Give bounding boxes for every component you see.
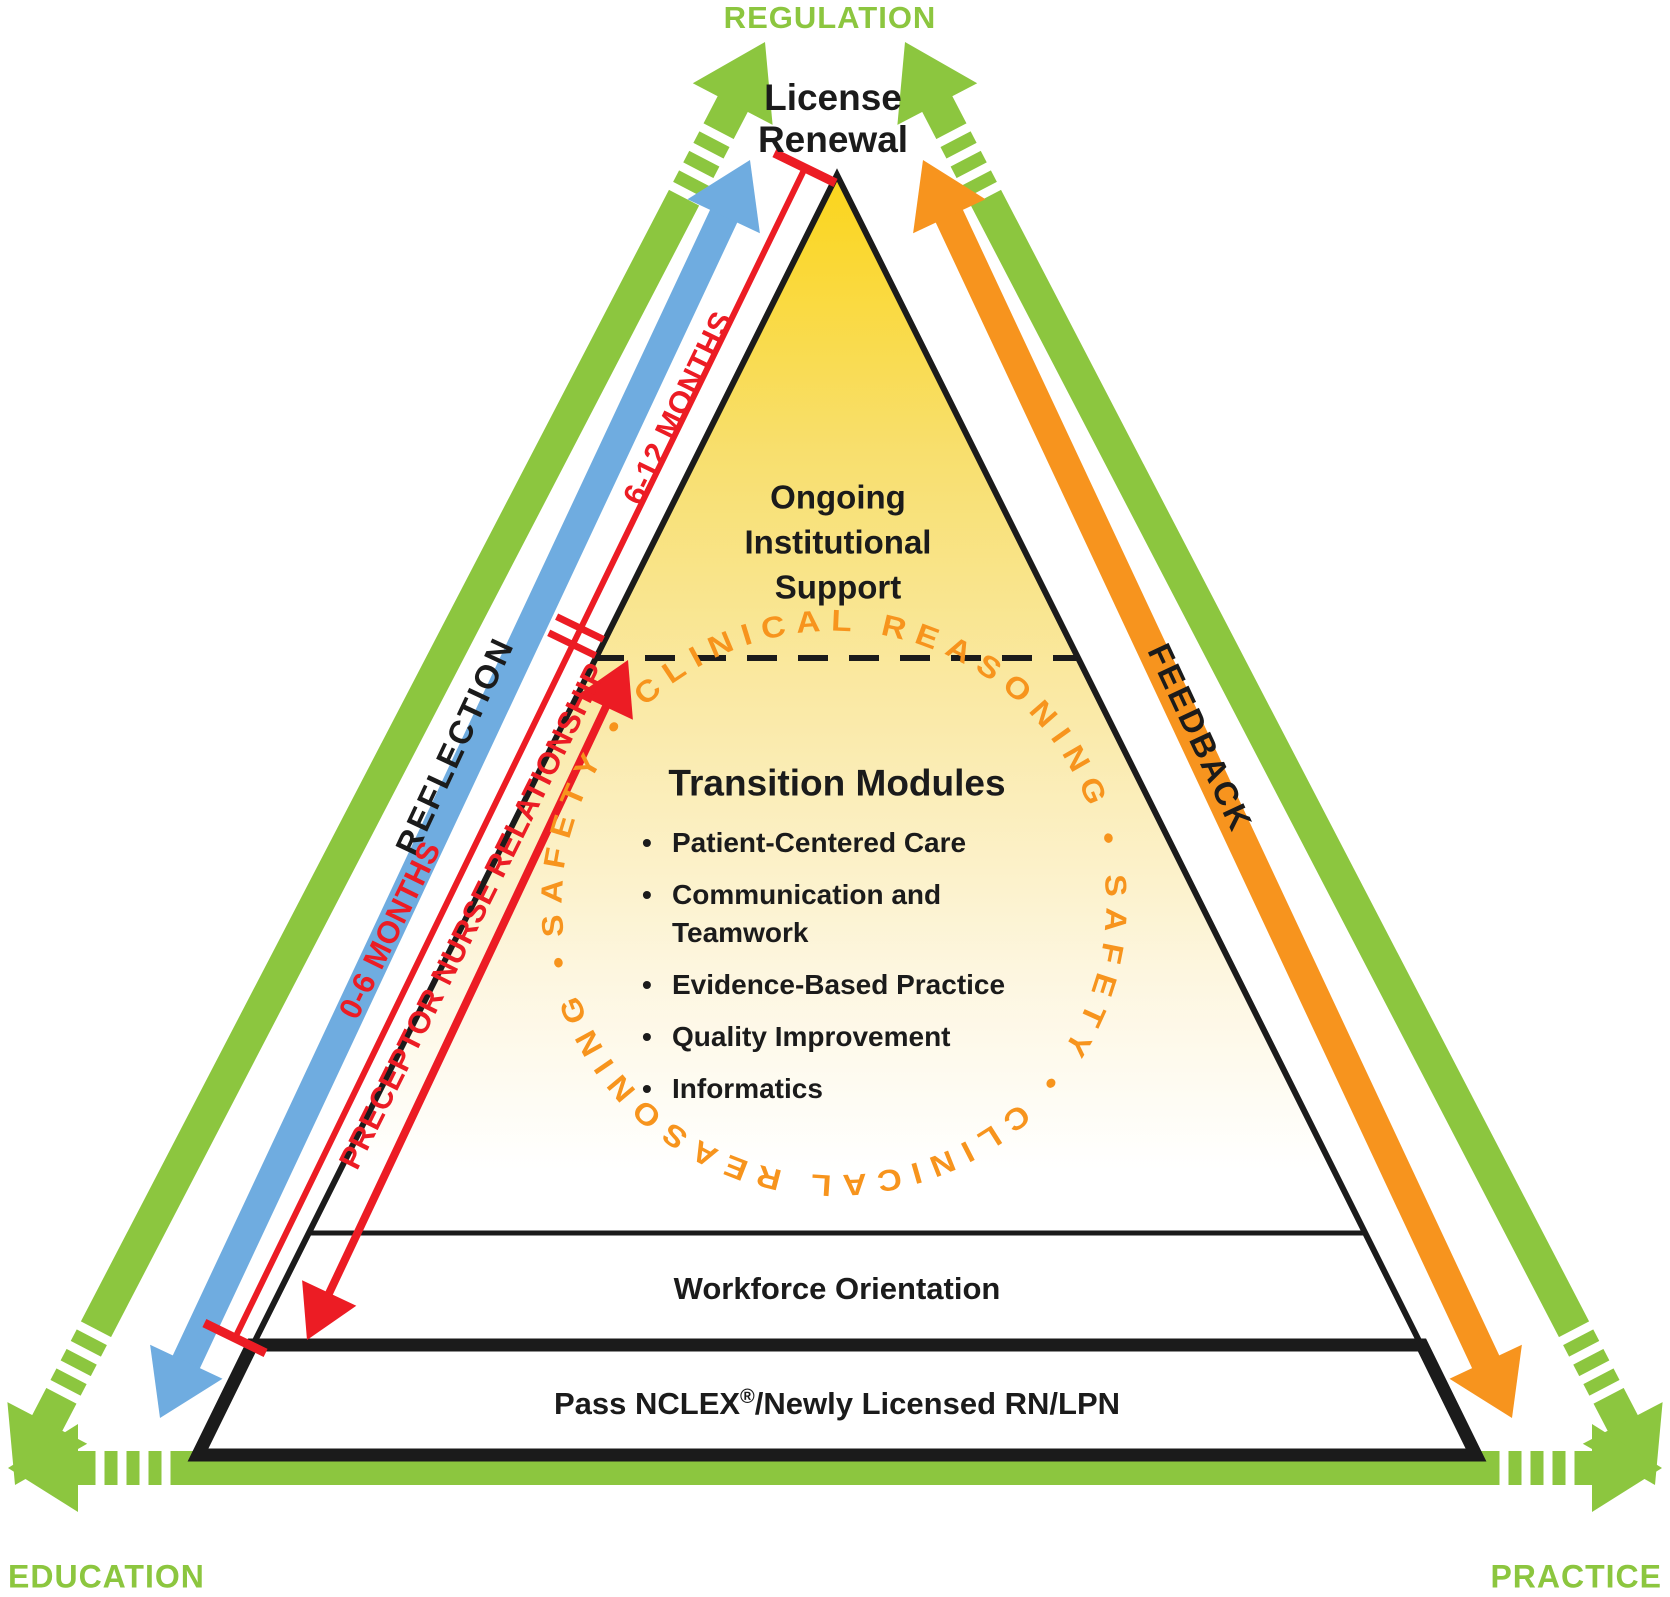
t-cap-bottom bbox=[202, 1319, 268, 1357]
mid-tick bbox=[555, 613, 605, 643]
education-practice-arrow-bottom bbox=[8, 1424, 1662, 1512]
workforce-orientation-label: Workforce Orientation bbox=[673, 1271, 1001, 1307]
arrowhead-up-icon bbox=[578, 660, 633, 720]
list-item: Quality Improvement bbox=[642, 1018, 1032, 1056]
arrowhead-down-icon bbox=[1449, 1344, 1522, 1418]
timeline-dimension-line bbox=[202, 149, 838, 1357]
pass-nclex-label: Pass NCLEX®/Newly Licensed RN/LPN bbox=[554, 1386, 1120, 1422]
arrowhead-right-icon bbox=[1592, 1424, 1662, 1512]
t-cap-top bbox=[772, 149, 838, 187]
mid-tick bbox=[547, 629, 598, 659]
arrowhead-up-icon bbox=[687, 160, 760, 234]
registered-mark: ® bbox=[740, 1385, 755, 1408]
education-label: EDUCATION bbox=[8, 1558, 205, 1595]
hash-marks bbox=[37, 118, 743, 1409]
list-item: Communication and Teamwork bbox=[642, 876, 1032, 952]
list-item: Patient-Centered Care bbox=[642, 824, 1032, 862]
nclex-suffix: /Newly Licensed RN/LPN bbox=[754, 1386, 1121, 1422]
preceptor-arrow bbox=[302, 660, 633, 1340]
nclex-prefix: Pass NCLEX bbox=[553, 1386, 741, 1422]
feedback-arrow bbox=[913, 160, 1522, 1418]
arrowhead-left-icon bbox=[8, 1424, 78, 1512]
pyramid-triangle bbox=[193, 168, 1481, 1458]
transition-modules-title: Transition Modules bbox=[668, 762, 1006, 804]
list-item: Informatics bbox=[642, 1070, 1032, 1108]
reflection-arrow bbox=[150, 160, 760, 1418]
license-renewal-label: License Renewal bbox=[757, 77, 909, 160]
list-item: Evidence-Based Practice bbox=[642, 966, 1032, 1004]
hash-marks bbox=[95, 1442, 1575, 1494]
arrowhead-up-icon bbox=[913, 160, 986, 234]
arrowhead-down-icon bbox=[150, 1344, 223, 1418]
arrowhead-down-icon bbox=[302, 1280, 357, 1340]
nclex-band bbox=[187, 1338, 1487, 1462]
ongoing-institutional-support-label: Ongoing Institutional Support bbox=[744, 478, 932, 606]
arrowhead-up-icon bbox=[897, 42, 978, 125]
practice-label: PRACTICE bbox=[1490, 1558, 1662, 1595]
arrowhead-up-icon bbox=[692, 42, 773, 125]
transition-modules-list: Patient-Centered CareCommunication and T… bbox=[642, 824, 1032, 1122]
regulation-label: REGULATION bbox=[723, 0, 937, 36]
